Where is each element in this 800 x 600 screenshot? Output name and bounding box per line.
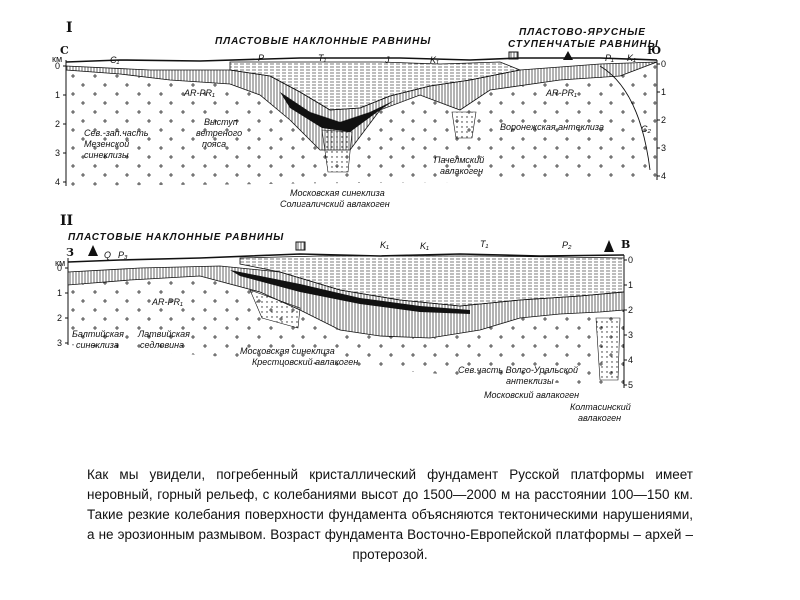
profile-1-sediment-black [280,92,395,132]
profile-1-left-tick-label: 0 [55,61,60,71]
profile-2-header-left: ПЛАСТОВЫЕ НАКЛОННЫЕ РАВНИНЫ [68,232,284,243]
profile-1-pachelma-graben [451,111,477,139]
profile-1-mountain-symbol [563,51,573,60]
profile-1-vystup-line-1: Выступ [204,117,238,127]
profile-1-sediment-upper [229,61,522,111]
profile-2-sediment-black [230,270,470,314]
profile-2-koltasin-line-2: авлакоген [578,413,621,423]
profile-2-mountain-symbol-right [604,240,614,252]
profile-1-left-tick-label: 4 [55,177,60,187]
profile-2-left-tick-label: 0 [57,263,62,273]
profile-2-dir-right: В [621,238,630,251]
profile-2-right-tick-label: 1 [628,280,633,290]
profile-1-left-tick-label: 3 [55,148,60,158]
profile-2-index-t1: T₁ [480,239,488,249]
caption-text: Как мы увидели, погребенный кристалличес… [87,466,693,562]
profile-1-header-left: ПЛАСТОВЫЕ НАКЛОННЫЕ РАВНИНЫ [215,36,431,47]
profile-1-right-tick-label: 2 [661,115,666,125]
profile-1-left-ticks: 0 1 2 3 4 [55,61,66,187]
profile-2-index-k1: K₁ [380,240,389,250]
profile-2-basement [68,276,624,388]
profile-1-map-symbol [508,51,519,60]
profile-2-map-symbol [295,241,306,251]
profile-2-volga-line-1: Сев.часть Волго-Уральской [458,365,578,375]
profile-2-index-q: Q [104,250,111,260]
profile-1-vystup-line-2: ветреного [196,128,242,138]
profile-2-moscow-line-1: Московская синеклиза [240,346,335,356]
profile-1-index-t1: T₁ [318,53,326,63]
profile-1-right-tick-label: 1 [661,87,666,97]
profile-2-latvian-line-2: седловина [140,340,184,350]
profile-1-dir-left: С [60,44,69,57]
profile-1-pachelma-line-2: авлакоген [440,166,483,176]
profile-2-unit: км [55,258,65,268]
profile-1-surface [65,57,658,63]
profile-2-baltic-line-2: синеклиза [76,340,119,350]
profile-2-left-ticks: 0 1 2 3 [57,263,68,348]
profile-2-right-tick-label: 2 [628,305,633,315]
profile-1-pachelma-line-1: Пачелмский [434,155,484,165]
profile-2-right-ticks: 0 1 2 3 4 5 [624,255,633,390]
profile-1-header-right-2: СТУПЕНЧАТЫЕ РАВНИНЫ [508,39,659,50]
profile-1-number: I [66,20,73,36]
profile-1-trough-dots [321,129,353,173]
profile-2-right-tick-label: 4 [628,355,633,365]
profile-1-basement-label-right: AR-PR₁ [545,88,577,98]
profile-2-dir-left: З [66,246,74,259]
profile-2-latvian-line-1: Латвийская [137,329,190,339]
profile-1-dir-right: Ю [647,44,661,57]
profile-2-index-p2: P₂ [562,240,572,250]
profile-1-right-tick-label: 3 [661,143,666,153]
profile-1-header-right-1: ПЛАСТОВО-ЯРУСНЫЕ [519,27,646,38]
profile-2-right-tick-label: 5 [628,380,633,390]
profile-1-index-j: J [384,55,390,65]
profile-2-krestcy-graben [249,289,301,329]
profile-1-index-k1b: K₁ [627,53,636,63]
profile-1-index-p1: P₁ [605,53,614,63]
profile-1-index-c2: C₂ [641,124,651,134]
profile-1-index-c1: C₁ [110,55,119,65]
profile-1-left-tick-label: 1 [55,90,60,100]
profile-1-mezen-line-2: Мезенской [84,139,129,149]
profile-1-unit: км [52,54,62,64]
profile-2-left-tick-label: 3 [57,338,62,348]
profile-2-basement-label: AR-PR₁ [151,297,183,307]
profile-1-basement-label-left: AR-PR₁ [183,88,215,98]
profile-2-index-k1b: K₁ [420,241,429,251]
profile-1-mezen-line-3: синеклизы [84,150,129,160]
profile-1-moscow-line-1: Московская синеклиза [290,188,385,198]
profile-2-mountain-symbol-left [88,245,98,256]
profile-1-right-ticks: 0 1 2 3 4 [657,59,666,181]
profile-2-surface [67,253,625,263]
profile-2-left-tick-label: 1 [57,288,62,298]
profile-1-index-p: P [258,53,264,63]
profile-1-right-tick-label: 0 [661,59,666,69]
profile-2: II ПЛАСТОВЫЕ НАКЛОННЫЕ РАВНИНЫ З В км 0 1… [55,213,633,423]
profile-2-baltic-line-1: Балтийская [72,329,124,339]
profile-2-right-tick-label: 3 [628,330,633,340]
profile-2-index-p3: P₃ [118,250,128,260]
profile-1-moscow-line-2: Солигаличский авлакоген [280,199,390,209]
profile-1-mezen-line-1: Сев.-зап.часть [84,128,149,138]
profile-2-koltasin-graben [595,317,621,381]
profile-2-number: II [60,213,73,229]
profile-2-right-tick-label: 0 [628,255,633,265]
profile-1-right-tick-label: 4 [661,171,666,181]
profile-2-left-tick-label: 2 [57,313,62,323]
profile-2-moscow-aulacogen: Московский авлакоген [484,390,579,400]
profile-1: I ПЛАСТОВЫЕ НАКЛОННЫЕ РАВНИНЫ ПЛАСТОВО-Я… [52,20,666,209]
profile-1-index-k1: K₁ [430,55,439,65]
profile-1-basement [66,62,657,186]
geological-cross-sections: I ПЛАСТОВЫЕ НАКЛОННЫЕ РАВНИНЫ ПЛАСТОВО-Я… [52,20,666,423]
profile-2-koltasin-line-1: Колтасинский [570,402,631,412]
profile-1-edge-curve [599,65,651,171]
profile-2-moscow-line-2: Крестцовский авлакоген [252,357,358,367]
profile-1-voronezh-label: Воронежская антеклиза [500,122,604,132]
profile-1-vystup-line-3: пояса [202,139,226,149]
profile-2-volga-line-2: антеклизы [506,376,554,386]
profile-2-sediment-upper [239,255,625,307]
profile-1-left-tick-label: 2 [55,119,60,129]
